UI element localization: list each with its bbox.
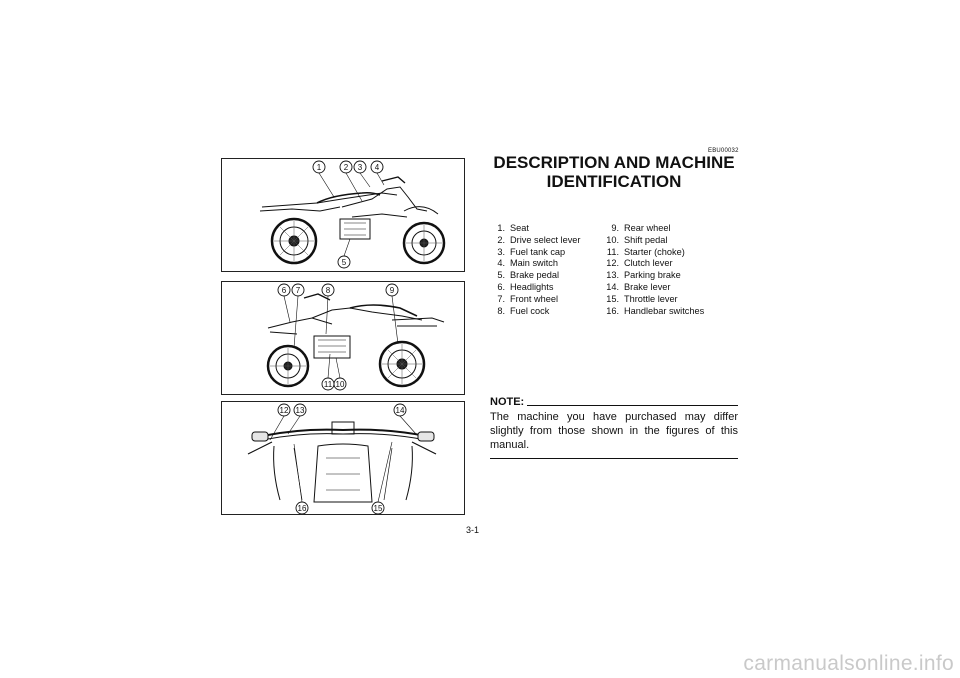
figure-atv-right-side: 6 7 8 9 11 10: [221, 281, 465, 395]
svg-text:8: 8: [326, 286, 331, 295]
atv-right-side-illustration: 6 7 8 9 11 10: [266, 283, 445, 391]
svg-text:2: 2: [344, 163, 349, 172]
note-divider: [527, 405, 738, 406]
list-item: 16.Handlebar switches: [606, 305, 705, 316]
svg-text:4: 4: [375, 163, 380, 172]
svg-text:6: 6: [282, 286, 287, 295]
callout-14: 14: [393, 403, 407, 417]
list-item: 3.Fuel tank cap: [497, 246, 566, 257]
callout-6: 6: [277, 283, 291, 297]
callout-11: 11: [321, 377, 335, 391]
list-item: 6.Headlights: [497, 281, 554, 292]
callout-16: 16: [295, 501, 309, 514]
note-label: NOTE:: [490, 396, 525, 408]
note-end-divider: [490, 458, 738, 459]
parts-list-column-2: 9.Rear wheel 10.Shift pedal 11.Starter (…: [603, 223, 704, 317]
svg-text:15: 15: [374, 504, 383, 513]
figure-atv-handlebar: 12 13 14 16 15: [221, 401, 465, 515]
callout-7: 7: [291, 283, 305, 297]
svg-text:10: 10: [336, 380, 345, 389]
svg-text:5: 5: [342, 258, 347, 267]
list-item: 9.Rear wheel: [611, 223, 671, 233]
list-item: 10.Shift pedal: [606, 234, 668, 245]
list-item: 12.Clutch lever: [606, 258, 673, 269]
callout-2: 2: [339, 160, 353, 174]
callout-4: 4: [370, 160, 384, 174]
callout-15: 15: [371, 501, 385, 514]
note-text: The machine you have purchased may diffe…: [490, 411, 738, 451]
callout-5: 5: [337, 255, 351, 269]
list-item: 11.Starter (choke): [606, 246, 685, 257]
callout-10: 10: [333, 377, 347, 391]
list-item: 5.Brake pedal: [497, 270, 560, 281]
list-item: 2.Drive select lever: [497, 234, 581, 245]
callout-9: 9: [385, 283, 399, 297]
list-item: 15.Throttle lever: [606, 293, 678, 304]
svg-text:13: 13: [296, 406, 305, 415]
watermark: carmanualsonline.info: [743, 652, 954, 675]
svg-text:16: 16: [298, 504, 307, 513]
list-item: 4.Main switch: [497, 258, 558, 269]
title-line-2: IDENTIFICATION: [546, 172, 682, 191]
svg-text:12: 12: [280, 406, 289, 415]
callout-13: 13: [293, 403, 307, 417]
list-item: 8.Fuel cock: [497, 305, 550, 316]
parts-list-column-1: 1.Seat 2.Drive select lever 3.Fuel tank …: [489, 223, 580, 317]
list-item: 13.Parking brake: [606, 270, 681, 281]
callout-12: 12: [277, 403, 291, 417]
note-box: NOTE: The machine you have purchased may…: [490, 396, 738, 459]
svg-text:11: 11: [324, 380, 333, 389]
document-code: EBU00032: [708, 148, 739, 154]
atv-left-side-illustration: 1 2 3 4 5: [259, 160, 446, 269]
callout-3: 3: [353, 160, 367, 174]
callout-1: 1: [312, 160, 326, 174]
figure-atv-left-side: 1 2 3 4 5: [221, 158, 465, 272]
title-line-1: DESCRIPTION AND MACHINE: [493, 153, 735, 172]
note-header: NOTE:: [490, 396, 738, 408]
svg-text:1: 1: [317, 163, 322, 172]
svg-text:7: 7: [296, 286, 301, 295]
callout-8: 8: [321, 283, 335, 297]
page-title: DESCRIPTION AND MACHINE IDENTIFICATION: [490, 153, 738, 191]
page-number: 3-1: [466, 525, 480, 535]
svg-text:14: 14: [396, 406, 405, 415]
svg-text:3: 3: [358, 163, 363, 172]
svg-text:9: 9: [390, 286, 395, 295]
list-item: 14.Brake lever: [606, 281, 671, 292]
list-item: 1.Seat: [497, 223, 529, 233]
atv-handlebar-illustration: 12 13 14 16 15: [247, 403, 437, 514]
list-item: 7.Front wheel: [497, 293, 559, 304]
